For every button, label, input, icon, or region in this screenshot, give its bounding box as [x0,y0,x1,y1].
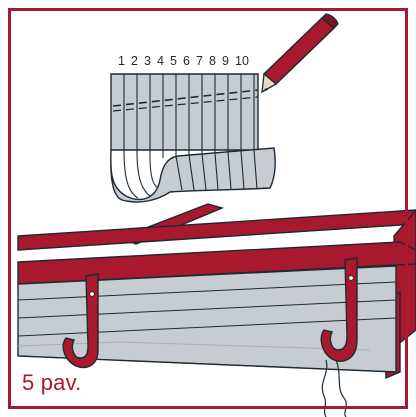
pencil-icon [261,13,339,94]
roof-structure [17,203,416,380]
strip-number-4: 4 [157,54,164,68]
binding-wire [321,359,347,417]
gutter-hook-right [320,257,358,362]
figure-caption: 5 pav. [22,370,82,395]
gutter-hook-left [62,273,99,369]
template-sheet-curl [110,147,276,203]
template-sheet-flat [110,73,259,151]
strip-number-5: 5 [170,54,177,68]
strip-number-1: 1 [118,54,125,68]
strip-number-row: 1 2 3 4 5 6 7 8 9 10 [118,54,249,68]
strip-number-7: 7 [196,54,203,68]
bending-template: 1 2 3 4 5 6 7 8 9 10 [110,54,276,203]
strip-number-8: 8 [209,54,216,68]
strip-number-10: 10 [235,54,249,68]
template-mark-line-lower [112,96,259,112]
strip-number-2: 2 [131,54,138,68]
strip-number-6: 6 [183,54,190,68]
template-mark-line-upper [112,89,259,107]
template-strip-lines [123,74,258,199]
strip-number-9: 9 [222,54,229,68]
strip-number-3: 3 [144,54,151,68]
gutter-trough [17,265,397,373]
